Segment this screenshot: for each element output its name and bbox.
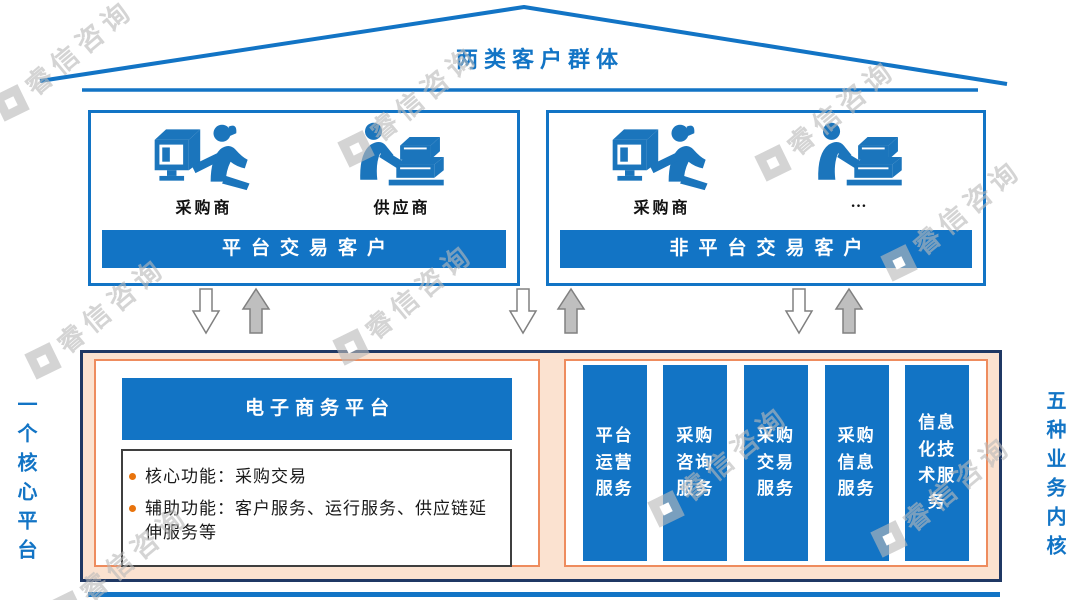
down-arrow-icon	[784, 288, 814, 335]
service-bar-procurement-trading: 采购 交易 服务	[743, 365, 808, 561]
member-buyer: 采购商	[577, 119, 747, 218]
page-title: 两类客户群体	[455, 47, 624, 72]
right-side-label: 五种业务内核	[1043, 390, 1065, 564]
down-arrow-icon	[191, 288, 221, 335]
bullet-item: 辅助功能：客户服务、运行服务、供应链延伸服务等	[129, 497, 502, 546]
non-platform-customers-banner: 非平台交易客户	[560, 230, 972, 268]
non-platform-customers-box: 采购商 … 非平台交易客户	[546, 110, 986, 286]
core-platform-section: 电子商务平台 核心功能：采购交易 辅助功能：客户服务、运行服务、供应链延伸服务等…	[80, 350, 1002, 582]
member-others: …	[775, 119, 945, 212]
service-bar-procurement-information: 采购 信息 服务	[824, 365, 889, 561]
platform-customers-box: 采购商 供应商 平台交易客户	[88, 110, 520, 286]
bullet-text: 辅助功能：客户服务、运行服务、供应链延伸服务等	[145, 498, 487, 543]
functions-box: 核心功能：采购交易 辅助功能：客户服务、运行服务、供应链延伸服务等	[121, 449, 512, 567]
goods-operator-icon	[818, 122, 902, 186]
member-label: 采购商	[633, 200, 691, 217]
bullet-item: 核心功能：采购交易	[129, 465, 502, 490]
bullet-text: 核心功能：采购交易	[145, 467, 307, 486]
up-arrow-icon	[556, 287, 586, 334]
service-bar-procurement-consulting: 采购 咨询 服务	[663, 365, 728, 561]
ruixin-logo-icon	[47, 589, 85, 600]
computer-user-icon	[612, 124, 708, 191]
service-bar-platform-operation: 平台 运营 服务	[582, 365, 647, 561]
left-side-label: 一个核心平台	[14, 394, 36, 568]
member-label: 采购商	[175, 200, 233, 217]
member-supplier: 供应商	[317, 119, 487, 218]
ecommerce-panel: 电子商务平台 核心功能：采购交易 辅助功能：客户服务、运行服务、供应链延伸服务等	[94, 359, 540, 567]
platform-customers-banner: 平台交易客户	[102, 230, 506, 268]
member-label: …	[850, 194, 870, 211]
down-arrow-icon	[508, 288, 538, 335]
bottom-rule	[88, 592, 1000, 597]
computer-user-icon	[154, 124, 250, 191]
service-bar-it-technology: 信息 化技 术服 务	[905, 365, 970, 561]
ecommerce-header: 电子商务平台	[122, 378, 512, 440]
up-arrow-icon	[241, 287, 271, 334]
bullet-dot	[129, 504, 136, 512]
services-panel: 平台 运营 服务 采购 咨询 服务 采购 交易 服务 采购 信息 服务 信息 化…	[564, 359, 988, 567]
bullet-dot	[129, 473, 136, 480]
flow-arrows	[191, 287, 864, 335]
ruixin-logo-icon	[24, 341, 62, 380]
goods-operator-icon	[360, 122, 444, 186]
roof-outline	[39, 5, 1008, 92]
up-arrow-icon	[834, 287, 864, 334]
member-buyer: 采购商	[119, 119, 289, 218]
member-label: 供应商	[373, 200, 431, 217]
